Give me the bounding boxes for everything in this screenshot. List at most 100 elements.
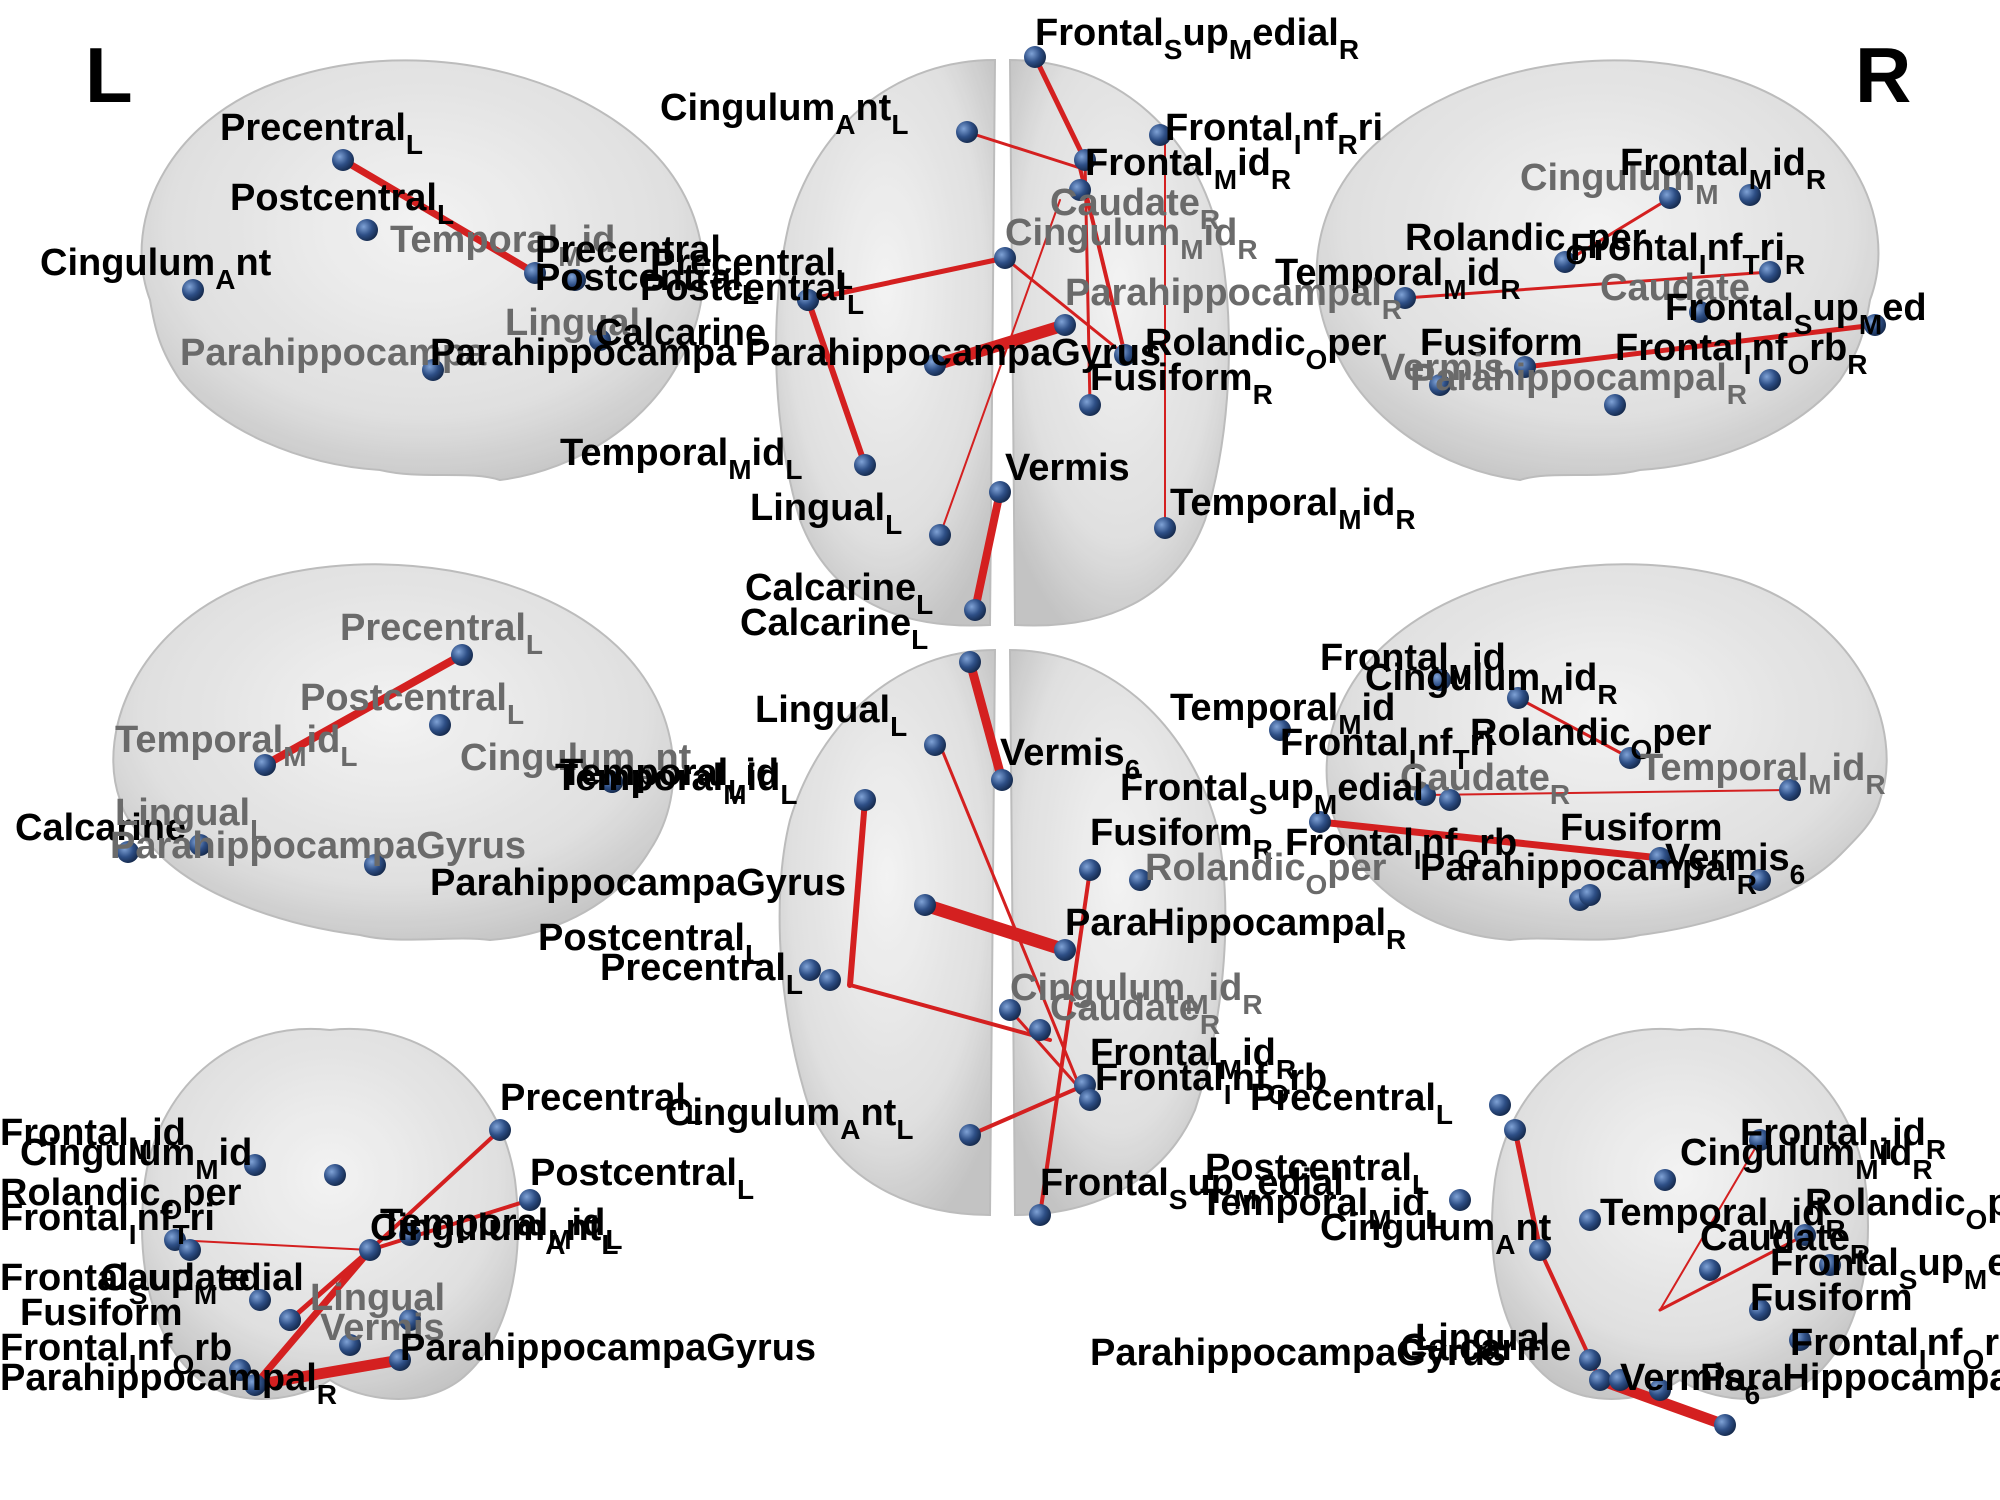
region-node [999,999,1021,1021]
region-node [956,121,978,143]
region-label: ParahippocampaGyrus [1090,1332,1506,1374]
brain-axial-top-right-hemisphere [1008,58,1230,627]
region-name: Parahippocampal [0,1357,317,1399]
region-node [244,1154,266,1176]
edge [1078,166,1127,357]
region-name: Precentral [500,1077,686,1119]
region-name-tail: up [1182,12,1228,54]
region-label: Vermis6 [1620,1357,1760,1410]
region-name-tail: nf [1707,227,1743,269]
region-subscript: M [1180,234,1203,265]
region-node [249,1289,271,1311]
region-label: TemporalMidR [1275,252,1521,305]
region-node [254,754,276,776]
region-node [924,354,946,376]
region-name: Caudate [1600,267,1750,309]
region-node [1714,1414,1736,1436]
region-node [1309,811,1331,833]
region-name: Frontal [1790,1322,1919,1364]
region-name: Frontal [1090,1032,1219,1074]
region-label: Parahippocampa [430,332,737,374]
region-name: Cingulum [460,737,635,779]
region-node [1069,179,1091,201]
region-name: Vermis [1380,347,1505,389]
region-name-tail: nt [565,1207,601,1249]
region-label: FrontalInfTri [1280,722,1495,775]
region-name-tail: id [1772,142,1806,184]
region-label: Lingual [310,1277,445,1319]
region-label: TemporalMidL [115,719,357,772]
region-label: Fusiform [1750,1277,1913,1319]
region-name: ParahippocampaGyrus [1090,1332,1506,1374]
region-name-tail: nf [1752,327,1788,369]
region-label: CaudateR [1400,757,1570,810]
region-node [1029,1204,1051,1226]
region-label: FrontalInfOrb [1095,1057,1327,1110]
region-subscript: M [1338,709,1361,740]
region-name: Rolandic [0,1172,160,1214]
region-subscript: O [1457,844,1479,875]
region-node [1689,301,1711,323]
region-name: Parahippocampal [1420,847,1737,889]
region-name: Postcentral [538,917,745,959]
region-name: Calcarine [745,567,916,609]
region-label: Precentral [535,229,721,271]
region-label: CingulumMidR [1005,212,1258,265]
region-subscript: L [836,264,853,295]
region-subscript: M [1808,769,1831,800]
region-subscript: M [1314,789,1337,820]
region-subscript: M [1859,309,1882,340]
region-label: Caudate [1600,267,1750,309]
brain-axial-top-left-hemisphere [775,58,997,627]
region-name-tail: rb [1289,1057,1327,1099]
region-name-tail: ed [1987,1242,2000,1284]
region-subscript: R [1253,834,1273,865]
region-name-tail: nt [860,1092,896,1134]
region-node [332,149,354,171]
region-name: Temporal [1275,252,1443,294]
region-subscript: L [340,741,357,772]
region-name: Caudate [100,1257,250,1299]
region-name-tail: up [147,1257,193,1299]
region-subscript: L [526,629,543,660]
region-label: Vermis6 [1000,732,1140,785]
region-name-tail: id [1467,252,1501,294]
region-name: Postcentral [535,257,742,299]
region-subscript: M [1964,1264,1987,1295]
region-name: Precentral [600,947,786,989]
region-label: PostcentralL [1205,1147,1429,1200]
region-name: Postcentral [640,267,847,309]
region-name-tail: id [745,752,779,794]
region-subscript: R [1785,249,1805,280]
region-label: PrecentralL [220,107,423,160]
region-name: ParahippocampaGyrus [745,332,1161,374]
region-node [914,894,936,916]
region-node [1579,1349,1601,1371]
region-name-tail: id [1242,1032,1276,1074]
region-subscript: M [728,454,751,485]
region-label: Vermis [320,1307,445,1349]
region-name: Rolandic [1805,1182,1965,1224]
region-label: TemporalMid [1170,687,1395,740]
region-node [1269,719,1291,741]
region-subscript: R [1395,504,1415,535]
region-node [451,644,473,666]
region-subscript: R [1825,1214,1845,1245]
region-label: FrontalInfOrbR [1615,327,1867,380]
region-subscript: O [1565,239,1587,270]
region-name: Lingual [505,302,640,344]
region-name-tail: edial [1337,767,1424,809]
region-name: Caudate [1700,1217,1850,1259]
region-node [1079,859,1101,881]
region-node [1864,314,1886,336]
region-subscript: S [1249,789,1268,820]
region-node [797,289,819,311]
region-name-tail: nf [137,1327,173,1369]
region-subscript: I [129,1219,137,1250]
brain-left-sagittal-middle [112,563,675,942]
region-name-tail: ri [1358,107,1383,149]
region-name: Frontal [1165,107,1294,149]
region-name: Rolandic [1470,712,1630,754]
region-name: Parahippocampa [180,332,487,374]
region-node [364,854,386,876]
